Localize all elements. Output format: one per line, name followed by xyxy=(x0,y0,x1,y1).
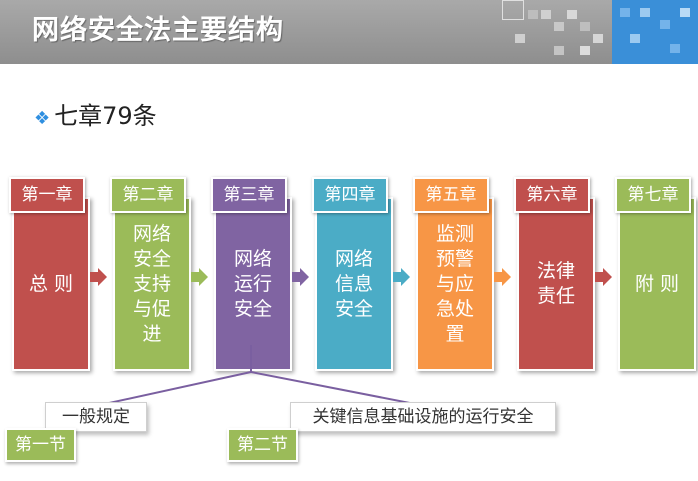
chapter-title: 总 则 xyxy=(28,272,74,295)
section-2-tag: 第二节 xyxy=(227,428,298,462)
section-2-title: 关键信息基础设施的运行安全 xyxy=(290,402,556,432)
summary-text: 七章79条 xyxy=(54,102,157,130)
chapter-label: 第二章 xyxy=(110,177,186,213)
section-1-title: 一般规定 xyxy=(45,402,147,432)
chapter-label: 第七章 xyxy=(615,177,691,213)
chapter-box: 监测预警与应急处置 xyxy=(416,197,494,371)
summary-line: ❖七章79条 xyxy=(34,96,157,131)
chapter-title: 法律责任 xyxy=(536,260,575,307)
chapter-box: 网络信息安全 xyxy=(315,197,393,371)
chapter-title: 监测预警与应急处置 xyxy=(435,222,474,345)
chapter-label: 第四章 xyxy=(312,177,388,213)
connector-left xyxy=(99,371,252,406)
chapter-box: 附 则 xyxy=(618,197,696,371)
page-title: 网络安全法主要结构 xyxy=(32,15,284,46)
chapter-box: 网络运行安全 xyxy=(214,197,292,371)
section-1-tag: 第一节 xyxy=(5,428,76,462)
chapter-title: 网络安全支持与促进 xyxy=(132,222,171,345)
connector-right xyxy=(250,371,421,406)
chapter-title: 网络运行安全 xyxy=(233,247,272,320)
chapter-label: 第三章 xyxy=(211,177,287,213)
chapter-title: 网络信息安全 xyxy=(334,247,373,320)
chapter-label: 第六章 xyxy=(514,177,590,213)
header-bar: 网络安全法主要结构 xyxy=(0,0,698,64)
diamond-bullet-icon: ❖ xyxy=(34,108,51,129)
chapter-title: 附 则 xyxy=(634,272,680,295)
chapter-label: 第五章 xyxy=(413,177,489,213)
chapter-label: 第一章 xyxy=(9,177,85,213)
chapter-box: 网络安全支持与促进 xyxy=(113,197,191,371)
chapter-box: 总 则 xyxy=(12,197,90,371)
